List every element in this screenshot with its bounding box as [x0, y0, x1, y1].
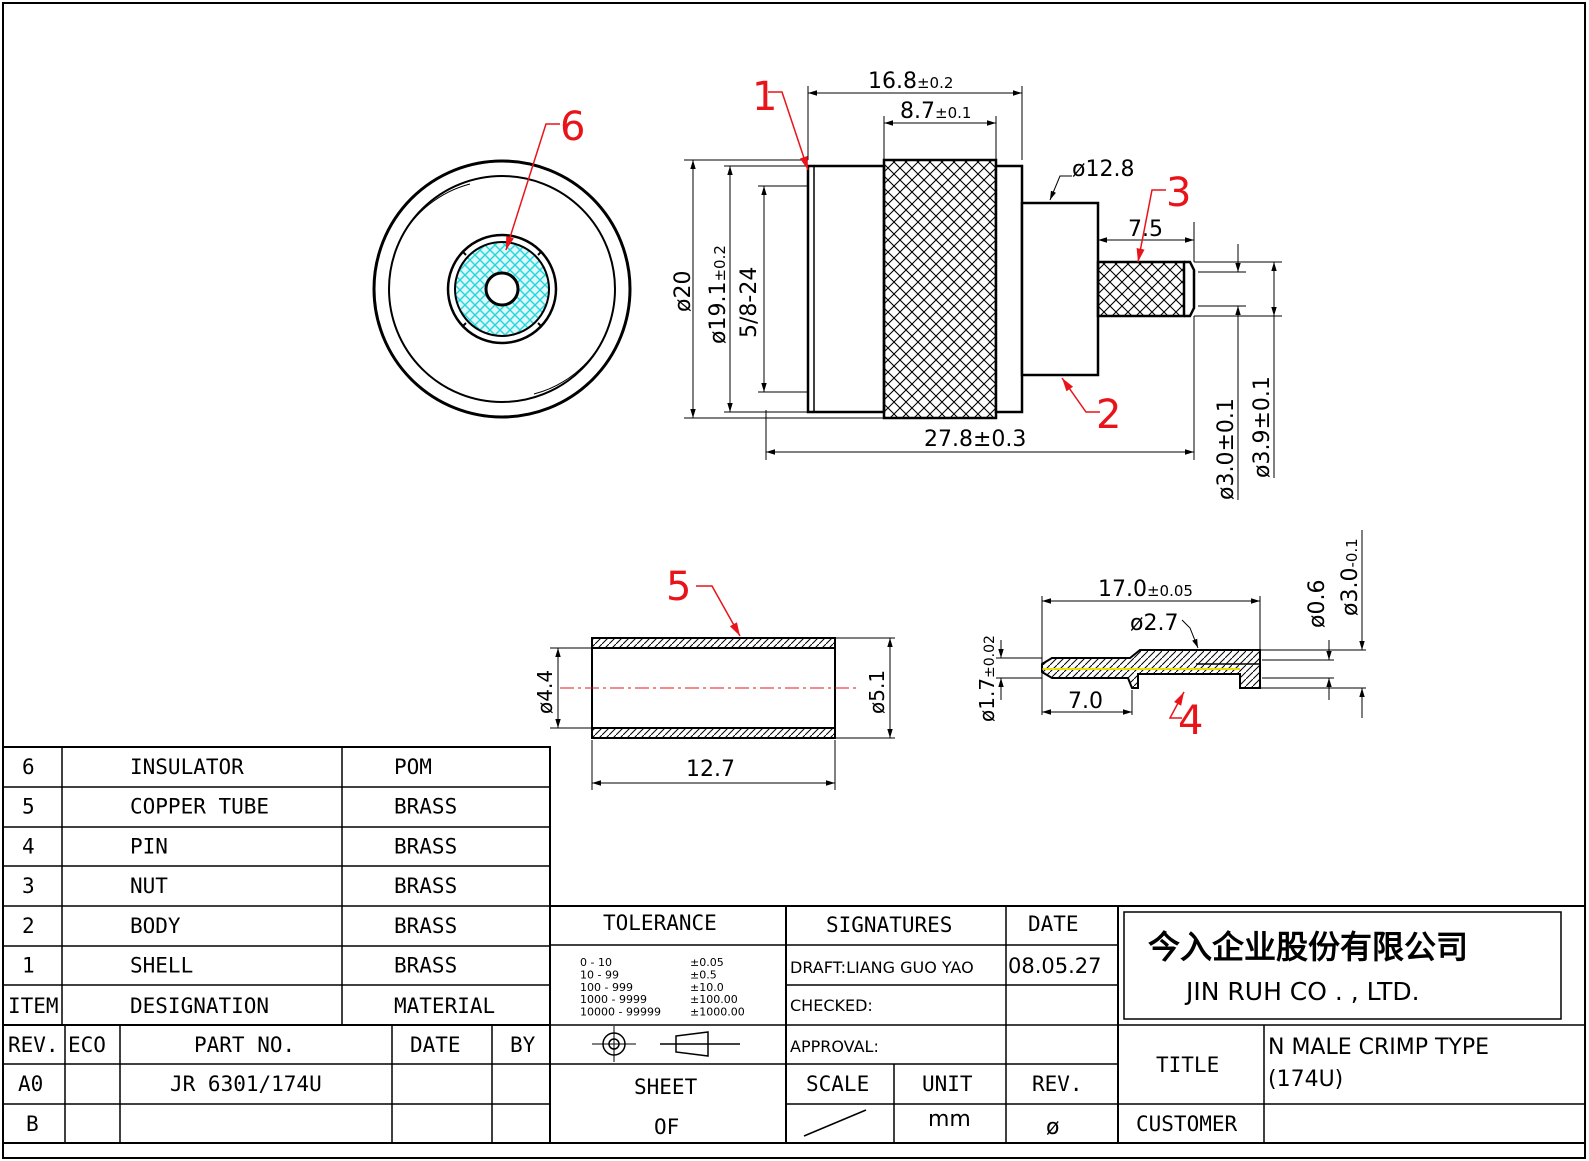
bom-header-designation: DESIGNATION — [130, 994, 269, 1018]
callout-1: 1 — [752, 74, 777, 120]
bom-row-designation: COPPER TUBE — [130, 795, 269, 819]
tolerance-row-tol: ±1000.00 — [690, 1006, 745, 1019]
bom-row-material: BRASS — [394, 874, 457, 898]
rev-a0-part-no: JR 6301/174U — [170, 1072, 322, 1096]
rev-a0: A0 — [18, 1072, 43, 1096]
company-name-cn: 今入企业股份有限公司 — [1148, 928, 1468, 966]
callout-4: 4 — [1178, 698, 1203, 744]
side-view — [684, 86, 1282, 500]
bom-row-item: 4 — [22, 834, 35, 858]
tolerance-block: TOLERANCE 0 - 10 ±0.05 10 - 99 ±0.5 100 - 99… — [549, 905, 787, 1144]
of-label: OF — [654, 1115, 679, 1139]
bom-row-item: 2 — [22, 914, 35, 938]
title-line-2: (174U) — [1268, 1067, 1343, 1092]
unit-label: UNIT — [922, 1072, 973, 1096]
callouts: 1 6 3 2 5 4 — [505, 74, 1203, 744]
approval-label: APPROVAL: — [790, 1037, 879, 1056]
callout-5: 5 — [666, 564, 691, 610]
tolerance-title: TOLERANCE — [603, 911, 717, 935]
bill-of-materials: 6 INSULATOR POM 5 COPPER TUBE BRASS 4 PIN BRASS 3… — [2, 746, 551, 1026]
scale-label: SCALE — [806, 1072, 869, 1096]
dim-12-8: ø12.8 — [1072, 157, 1134, 182]
rev-value: ø — [1046, 1115, 1059, 1140]
dim-4-4: ø4.4 — [533, 670, 557, 714]
draft-label: DRAFT:LIANG GUO YAO — [790, 958, 974, 977]
rev-b: B — [26, 1112, 39, 1136]
bom-row-material: BRASS — [394, 954, 457, 978]
dim-16-8: 16.8±0.2 — [868, 69, 953, 94]
dimension-labels: 16.8±0.2 8.7±0.1 ø12.8 7.5 ø20 ø19.1±0.2… — [533, 69, 1363, 782]
dim-thread: 5/8-24 — [737, 267, 762, 338]
tolerance-row-range: 10 - 99 — [580, 968, 619, 981]
dim-7-5: 7.5 — [1128, 217, 1163, 242]
bom-row-designation: PIN — [130, 834, 168, 858]
rev-header-date: DATE — [410, 1033, 461, 1057]
dim-3-0: ø3.0±0.1 — [1214, 398, 1239, 500]
signatures-title: SIGNATURES — [826, 913, 952, 937]
tolerance-row-tol: ±0.5 — [690, 968, 717, 981]
bom-row-designation: BODY — [130, 914, 181, 938]
company-name-en: JIN RUH CO . , LTD. — [1184, 977, 1420, 1006]
dim-17-0: 17.0±0.05 — [1098, 577, 1193, 602]
dim-20: ø20 — [671, 271, 696, 312]
title-line-1: N MALE CRIMP TYPE — [1268, 1035, 1489, 1060]
bom-row-item: 5 — [22, 795, 35, 819]
callout-3: 3 — [1166, 170, 1191, 216]
copper-tube-view — [550, 637, 895, 790]
bom-row-material: BRASS — [394, 834, 457, 858]
dim-19-1: ø19.1±0.2 — [706, 245, 731, 344]
tolerance-row-tol: ±0.05 — [690, 956, 724, 969]
bom-row-designation: INSULATOR — [130, 755, 244, 779]
customer-label: CUSTOMER — [1136, 1112, 1238, 1136]
bom-row-material: BRASS — [394, 914, 457, 938]
rev-header-rev: REV. — [8, 1033, 59, 1057]
draft-date: 08.05.27 — [1008, 954, 1102, 978]
rev-header-by: BY — [510, 1033, 536, 1057]
dim-8-7: 8.7±0.1 — [900, 99, 971, 124]
dim-27-8: 27.8±0.3 — [924, 427, 1026, 452]
bom-row-material: POM — [394, 755, 432, 779]
dim-0-6: ø0.6 — [1305, 580, 1330, 628]
dim-3-9: ø3.9±0.1 — [1250, 376, 1275, 478]
dim-7-0: 7.0 — [1068, 689, 1103, 714]
dim-1-7: ø1.7±0.02 — [975, 635, 999, 722]
signatures-block: SIGNATURES DATE DRAFT:LIANG GUO YAO 08.0… — [785, 905, 1119, 1144]
dim-5-1: ø5.1 — [865, 670, 889, 714]
tolerance-row-range: 1000 - 9999 — [580, 993, 647, 1006]
bom-row-designation: SHELL — [130, 954, 193, 978]
tolerance-row-range: 10000 - 99999 — [580, 1006, 661, 1019]
callout-2: 2 — [1096, 392, 1121, 438]
bom-row-material: BRASS — [394, 795, 457, 819]
callout-6: 6 — [560, 104, 585, 150]
dim-3-0-b: ø3.0-0.1 — [1338, 538, 1363, 616]
pin-view — [996, 530, 1366, 718]
signatures-date-label: DATE — [1028, 912, 1079, 936]
bom-row-item: 6 — [22, 755, 35, 779]
bom-row-item: 1 — [22, 954, 35, 978]
company-title-block: 今入企业股份有限公司 JIN RUH CO . , LTD. TITLE N M… — [1117, 905, 1586, 1144]
checked-label: CHECKED: — [790, 996, 873, 1015]
rev-label: REV. — [1032, 1072, 1083, 1096]
rev-header-part-no: PART NO. — [194, 1033, 295, 1057]
sheet-label: SHEET — [634, 1075, 698, 1099]
unit-value: mm — [928, 1107, 971, 1132]
projection-symbol — [592, 1026, 740, 1062]
revision-table: REV. ECO PART NO. DATE BY A0 JR 6301/174… — [2, 1024, 551, 1144]
title-label: TITLE — [1156, 1053, 1219, 1077]
tolerance-row-tol: ±10.0 — [690, 981, 724, 994]
rev-header-eco: ECO — [68, 1033, 106, 1057]
dim-2-7: ø2.7 — [1130, 611, 1178, 636]
tolerance-row-range: 0 - 10 — [580, 956, 612, 969]
bom-header-item: ITEM — [8, 994, 59, 1018]
bom-row-item: 3 — [22, 874, 35, 898]
bom-header-material: MATERIAL — [394, 994, 495, 1018]
tolerance-row-range: 100 - 999 — [580, 981, 633, 994]
tolerance-row-tol: ±100.00 — [690, 993, 738, 1006]
end-view — [372, 159, 632, 419]
bom-row-designation: NUT — [130, 874, 168, 898]
dim-12-7: 12.7 — [686, 757, 735, 782]
